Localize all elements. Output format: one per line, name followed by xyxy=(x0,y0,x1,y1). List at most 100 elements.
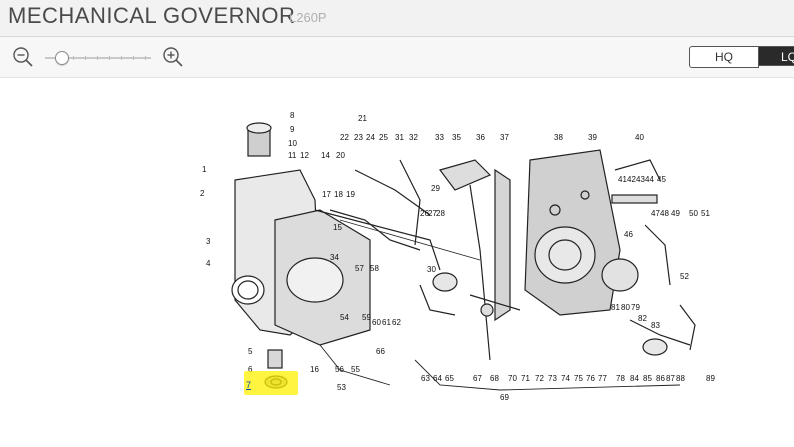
svg-text:23: 23 xyxy=(354,133,363,142)
zoom-in-icon[interactable] xyxy=(162,46,184,68)
svg-text:4: 4 xyxy=(206,259,211,268)
zoom-out-icon[interactable] xyxy=(12,46,34,68)
svg-text:53: 53 xyxy=(337,383,346,392)
svg-text:76: 76 xyxy=(586,374,595,383)
svg-text:14: 14 xyxy=(321,151,330,160)
svg-text:9: 9 xyxy=(290,125,295,134)
svg-text:28: 28 xyxy=(436,209,445,218)
svg-text:86: 86 xyxy=(656,374,665,383)
selected-part-label[interactable]: 7 xyxy=(246,380,252,390)
svg-text:55: 55 xyxy=(351,365,360,374)
svg-text:16: 16 xyxy=(310,365,319,374)
svg-text:1: 1 xyxy=(202,165,207,174)
svg-text:82: 82 xyxy=(638,314,647,323)
svg-text:47: 47 xyxy=(651,209,660,218)
svg-text:5: 5 xyxy=(248,347,253,356)
svg-text:88: 88 xyxy=(676,374,685,383)
svg-text:83: 83 xyxy=(651,321,660,330)
svg-text:49: 49 xyxy=(671,209,680,218)
hq-button[interactable]: HQ xyxy=(689,46,759,68)
svg-text:34: 34 xyxy=(330,253,339,262)
svg-text:80: 80 xyxy=(621,303,630,312)
svg-text:17: 17 xyxy=(322,190,331,199)
svg-text:46: 46 xyxy=(624,230,633,239)
svg-text:51: 51 xyxy=(701,209,710,218)
svg-text:77: 77 xyxy=(598,374,607,383)
svg-text:39: 39 xyxy=(588,133,597,142)
svg-text:12: 12 xyxy=(300,151,309,160)
zoom-slider-tick xyxy=(73,56,74,60)
svg-text:38: 38 xyxy=(554,133,563,142)
svg-text:75: 75 xyxy=(574,374,583,383)
svg-text:41: 41 xyxy=(618,175,627,184)
svg-text:42: 42 xyxy=(627,175,636,184)
zoom-slider-tick xyxy=(121,56,122,60)
quality-toggle: HQ LQ xyxy=(689,46,794,68)
svg-text:70: 70 xyxy=(508,374,517,383)
svg-text:56: 56 xyxy=(335,365,344,374)
svg-text:64: 64 xyxy=(433,374,442,383)
zoom-slider-tick xyxy=(145,56,146,60)
svg-text:44: 44 xyxy=(645,175,654,184)
toolbar: HQ LQ xyxy=(0,37,794,78)
svg-text:32: 32 xyxy=(409,133,418,142)
svg-text:61: 61 xyxy=(382,318,391,327)
svg-text:87: 87 xyxy=(666,374,675,383)
svg-text:27: 27 xyxy=(428,209,437,218)
svg-text:62: 62 xyxy=(392,318,401,327)
svg-text:63: 63 xyxy=(421,374,430,383)
svg-text:58: 58 xyxy=(370,264,379,273)
svg-text:67: 67 xyxy=(473,374,482,383)
svg-text:45: 45 xyxy=(657,175,666,184)
svg-text:15: 15 xyxy=(333,223,342,232)
svg-text:24: 24 xyxy=(366,133,375,142)
svg-text:69: 69 xyxy=(500,393,509,402)
svg-text:85: 85 xyxy=(643,374,652,383)
svg-text:19: 19 xyxy=(346,190,355,199)
svg-text:65: 65 xyxy=(445,374,454,383)
svg-text:73: 73 xyxy=(548,374,557,383)
svg-text:59: 59 xyxy=(362,313,371,322)
model-code: L260P xyxy=(289,10,327,25)
svg-text:30: 30 xyxy=(427,265,436,274)
svg-text:54: 54 xyxy=(340,313,349,322)
svg-text:10: 10 xyxy=(288,139,297,148)
svg-text:43: 43 xyxy=(636,175,645,184)
lq-button[interactable]: LQ xyxy=(759,46,794,66)
svg-text:3: 3 xyxy=(206,237,211,246)
svg-text:33: 33 xyxy=(435,133,444,142)
svg-text:35: 35 xyxy=(452,133,461,142)
zoom-slider-tick xyxy=(133,56,134,60)
svg-text:74: 74 xyxy=(561,374,570,383)
title-bar: MECHANICAL GOVERNOR L260P xyxy=(0,0,794,37)
zoom-slider[interactable] xyxy=(45,51,151,65)
svg-text:2: 2 xyxy=(200,189,205,198)
svg-text:31: 31 xyxy=(395,133,404,142)
svg-text:18: 18 xyxy=(334,190,343,199)
svg-text:22: 22 xyxy=(340,133,349,142)
svg-text:21: 21 xyxy=(358,114,367,123)
svg-text:79: 79 xyxy=(631,303,640,312)
zoom-slider-thumb[interactable] xyxy=(55,51,69,65)
svg-text:40: 40 xyxy=(635,133,644,142)
svg-text:36: 36 xyxy=(476,133,485,142)
svg-text:8: 8 xyxy=(290,111,295,120)
svg-text:6: 6 xyxy=(248,365,253,374)
svg-text:26: 26 xyxy=(420,209,429,218)
zoom-slider-track xyxy=(45,57,151,59)
selected-part-highlight xyxy=(244,371,298,395)
svg-text:89: 89 xyxy=(706,374,715,383)
svg-text:20: 20 xyxy=(336,151,345,160)
svg-text:25: 25 xyxy=(379,133,388,142)
svg-text:60: 60 xyxy=(372,318,381,327)
zoom-slider-tick xyxy=(85,56,86,60)
svg-text:68: 68 xyxy=(490,374,499,383)
svg-text:52: 52 xyxy=(680,272,689,281)
zoom-slider-tick xyxy=(97,56,98,60)
svg-text:72: 72 xyxy=(535,374,544,383)
svg-text:37: 37 xyxy=(500,133,509,142)
svg-text:81: 81 xyxy=(611,303,620,312)
svg-text:50: 50 xyxy=(689,209,698,218)
